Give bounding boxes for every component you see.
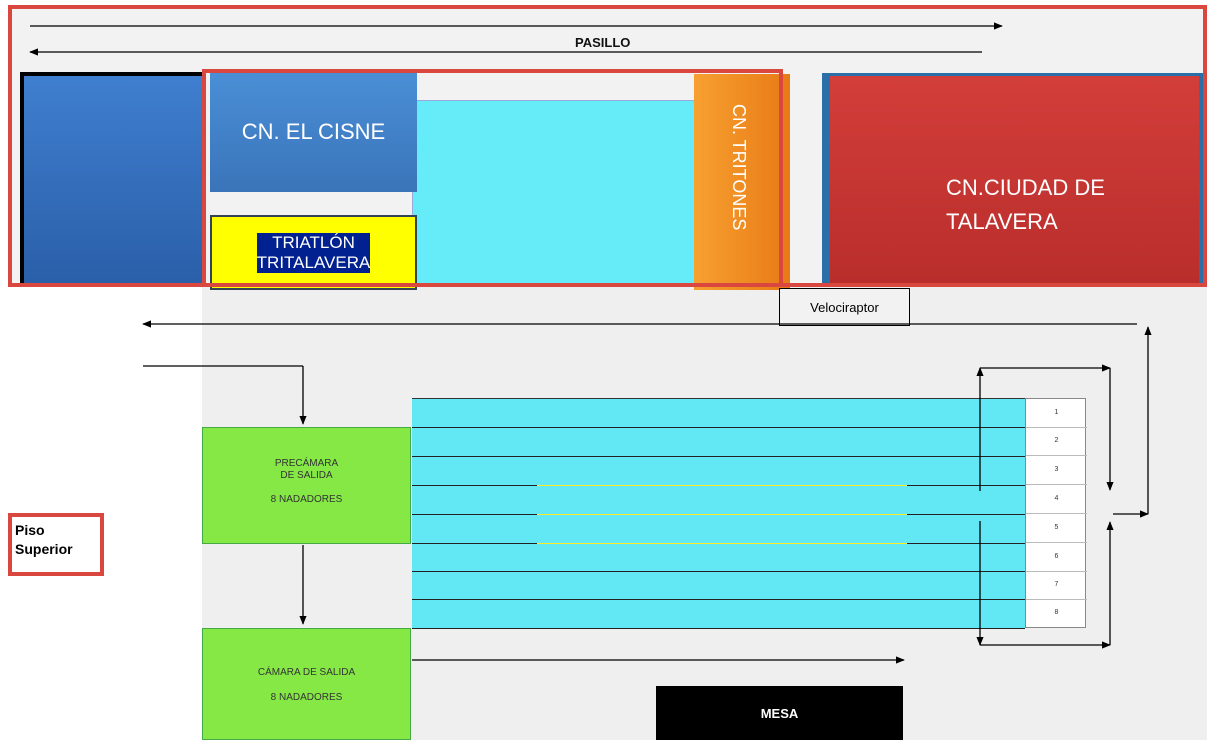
lane-number: 1 (1026, 399, 1087, 428)
lane-marker (537, 543, 907, 544)
lane-number: 4 (1026, 485, 1087, 514)
lane-divider (412, 599, 1025, 600)
club-talavera-zone: CN.CIUDAD DE TALAVERA (830, 76, 1199, 287)
lane-marker (537, 514, 907, 515)
club-tritalavera-label: TRIATLÓN TRITALAVERA (256, 232, 371, 273)
corridor-label: PASILLO (575, 35, 631, 50)
lane-divider (412, 628, 1025, 629)
lane-number: 3 (1026, 456, 1087, 485)
camara-zone: CÁMARA DE SALIDA 8 NADADORES (202, 628, 411, 740)
lane-number: 8 (1054, 609, 1059, 616)
club-cisne-label: CN. EL CISNE (241, 119, 386, 144)
club-tritones-label: CN. TRITONES (729, 104, 749, 231)
lane-divider (412, 456, 1025, 457)
club-cisne-zone: CN. EL CISNE (210, 72, 417, 192)
precamara-capacity: 8 NADADORES (270, 494, 343, 505)
competition-pool (412, 398, 1025, 629)
club-tritones-zone: CN. TRITONES (694, 74, 790, 290)
lane-number: 7 (1026, 571, 1087, 600)
club-talavera-label: CN.CIUDAD DE TALAVERA (946, 171, 1105, 239)
club-tritalavera-zone: TRIATLÓN TRITALAVERA (210, 215, 417, 290)
velociraptor-label: Velociraptor (810, 299, 879, 315)
precamara-line1: PRECÁMARA (274, 458, 339, 469)
precamara-zone: PRECÁMARA DE SALIDA 8 NADADORES (202, 427, 411, 544)
precamara-line2: DE SALIDA (280, 470, 333, 481)
precamara-title: PRECÁMARA DE SALIDA (203, 458, 410, 482)
upper-pool-area (412, 100, 696, 285)
mesa-label: MESA (760, 705, 799, 721)
piso-line2: Superior (15, 541, 73, 557)
blue-area-block (20, 72, 202, 287)
club-talavera-line2: TALAVERA (946, 209, 1058, 234)
lane-marker (537, 485, 907, 486)
club-tritalavera-line2: TRITALAVERA (256, 252, 371, 272)
lane-number: 6 (1026, 543, 1087, 572)
mesa-table: MESA (656, 686, 903, 740)
piso-superior-box: Piso Superior (8, 513, 104, 576)
upper-frame (8, 5, 1207, 287)
lane-number: 2 (1026, 427, 1087, 456)
camara-capacity: 8 NADADORES (270, 692, 343, 703)
lane-divider (412, 427, 1025, 428)
club-talavera-line1: CN.CIUDAD DE (946, 175, 1105, 200)
lane-divider (412, 571, 1025, 572)
club-frame (202, 69, 783, 285)
lane-number: 5 (1026, 514, 1087, 543)
club-tritalavera-line1: TRIATLÓN (272, 232, 355, 252)
lane-numbers: 1 2 3 4 5 6 7 8 (1025, 398, 1087, 628)
piso-line1: Piso (15, 522, 45, 538)
camara-title: CÁMARA DE SALIDA (257, 667, 356, 678)
velociraptor-tag: Velociraptor (779, 288, 910, 326)
